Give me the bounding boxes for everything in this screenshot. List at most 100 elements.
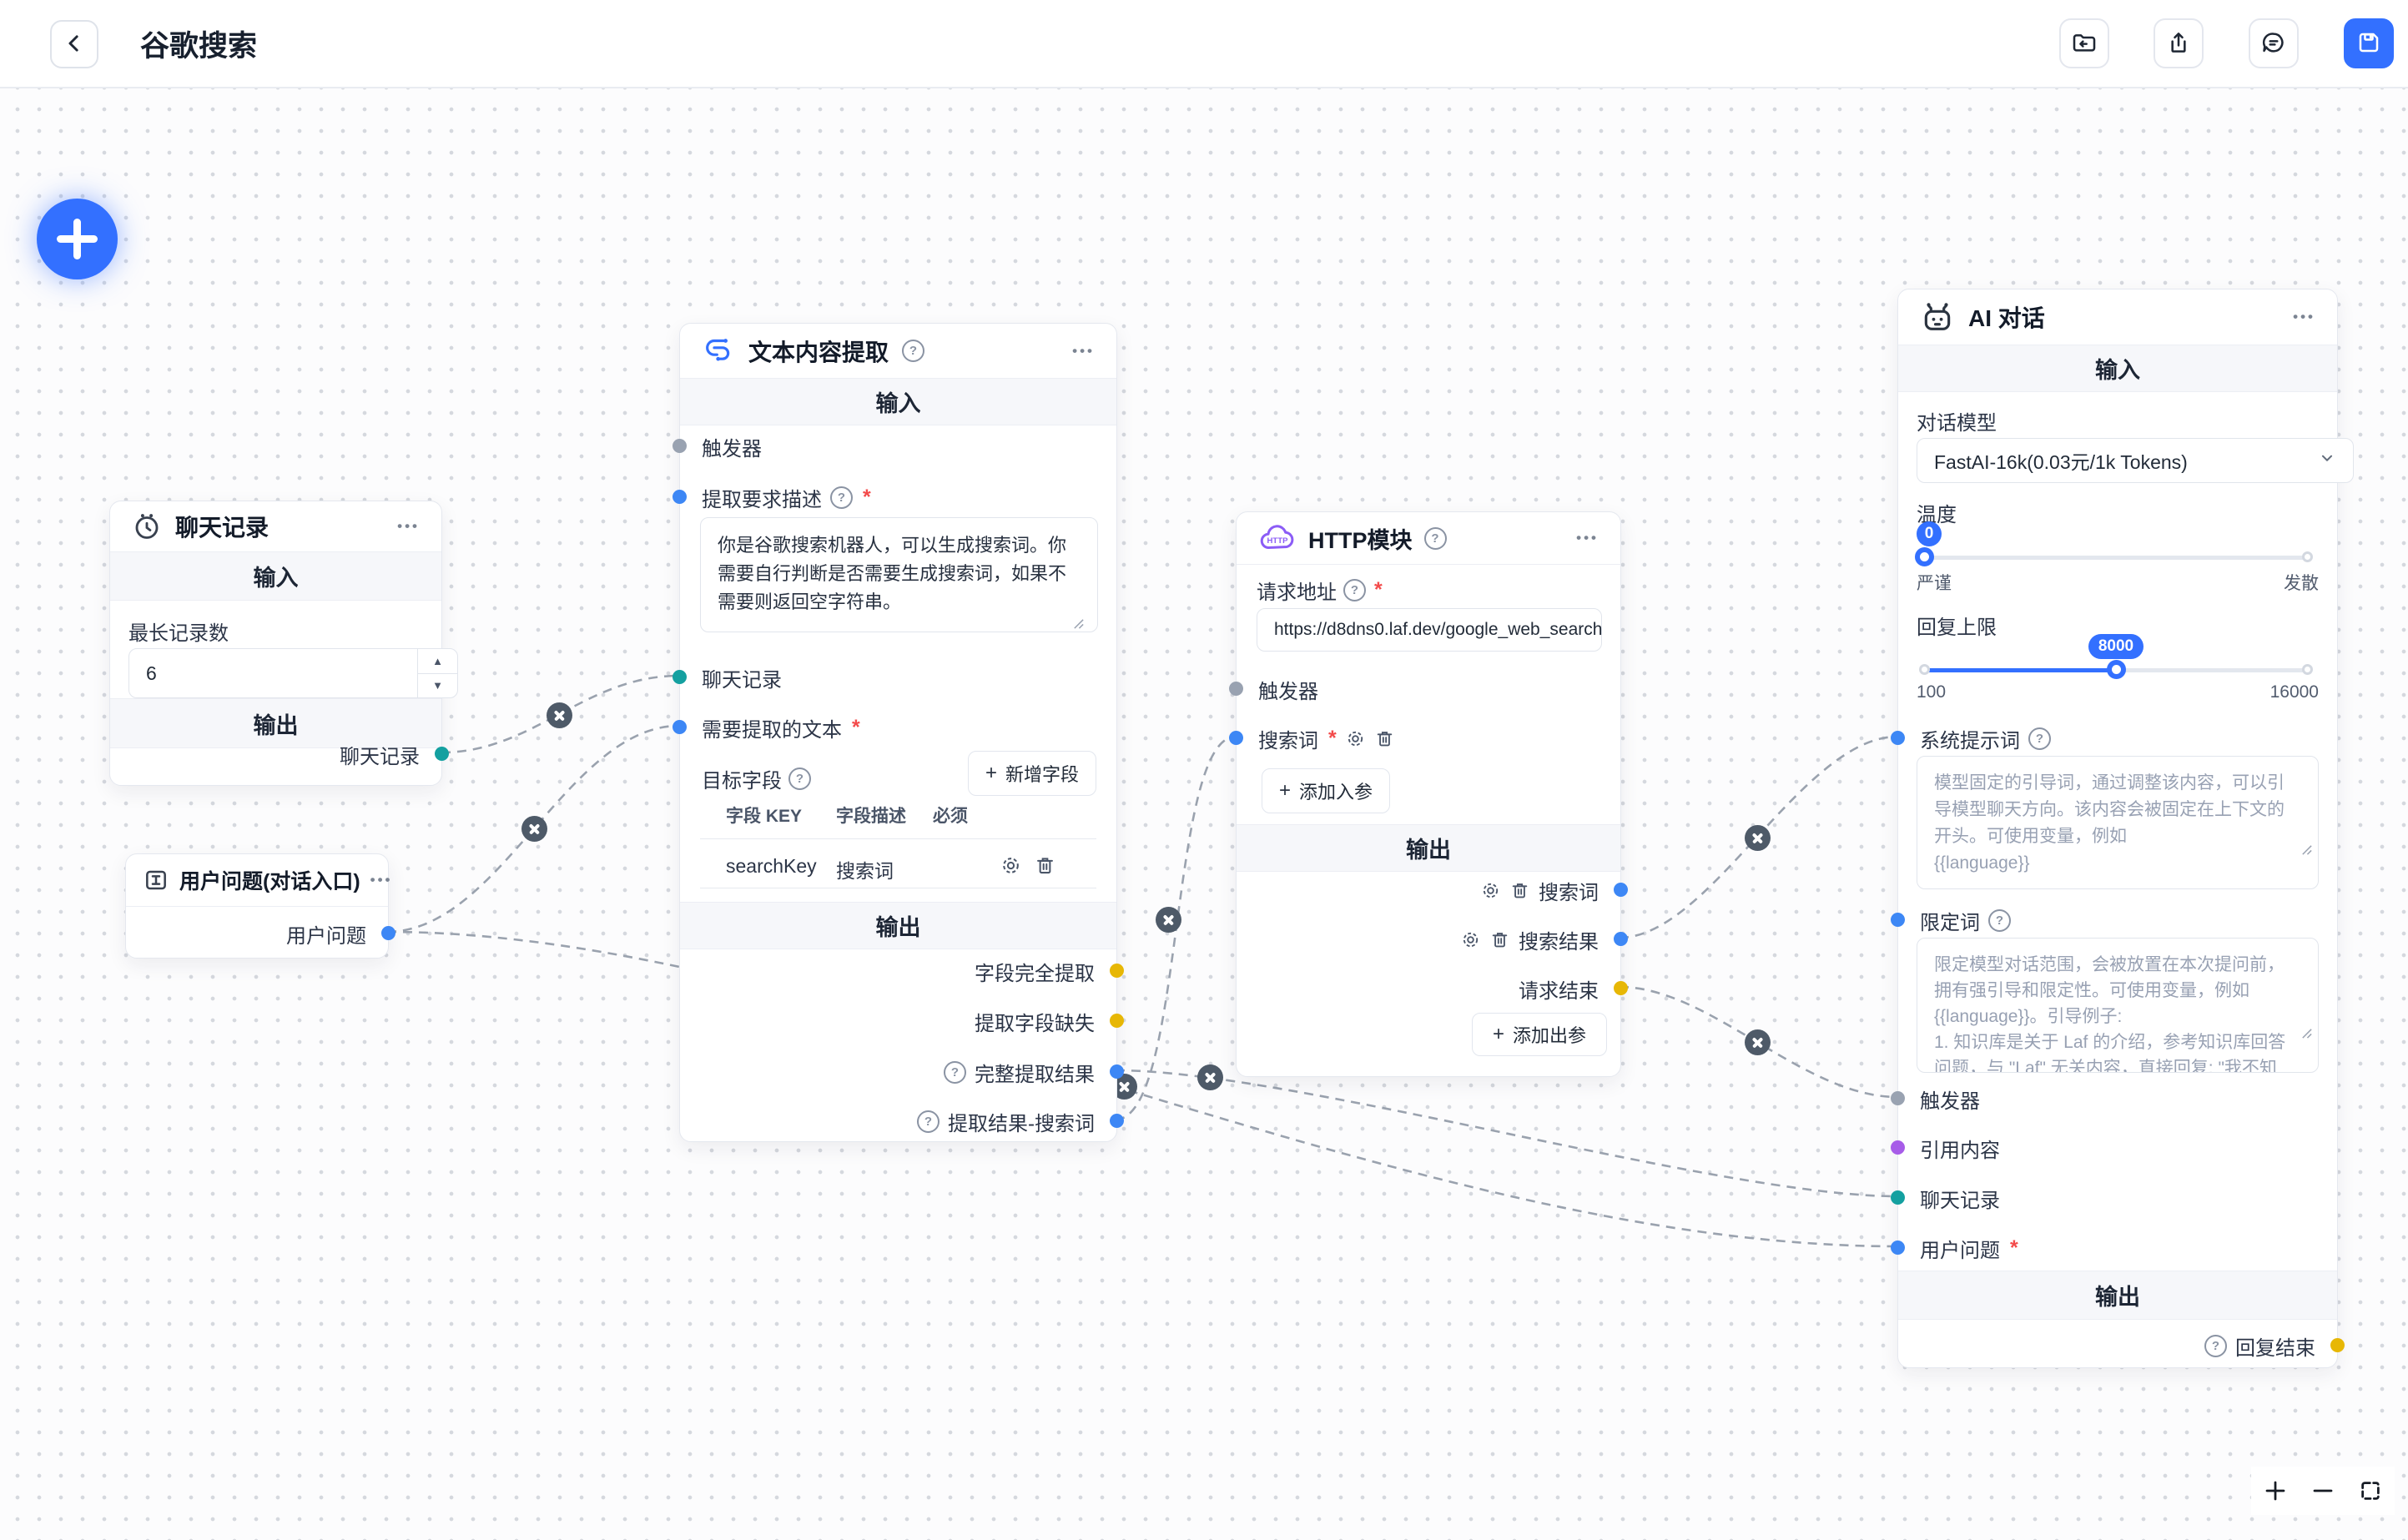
port-dot[interactable]	[1110, 1064, 1124, 1079]
zoom-out-button[interactable]	[2310, 1478, 2335, 1503]
port-dot[interactable]	[1891, 731, 1905, 745]
port-dot[interactable]	[1110, 1114, 1124, 1128]
wire-delete-badge[interactable]	[1745, 825, 1771, 851]
flow-canvas[interactable]: 聊天记录 ••• 输入 最长记录数 6 ▲ ▼ 输出 聊天记录 用户问题(对话入…	[0, 88, 2408, 1540]
system-prompt-textarea[interactable]: 模型固定的引导词，通过调整该内容，可以引导模型聊天方向。该内容会被固定在上下文的…	[1917, 756, 2319, 889]
gear-icon[interactable]	[1000, 854, 1022, 877]
temperature-slider-handle[interactable]	[1915, 547, 1934, 566]
port-trigger-in: 触发器	[1229, 674, 1318, 704]
add-input-param-button[interactable]: + 添加入参	[1262, 768, 1390, 813]
open-folder-button[interactable]	[2059, 18, 2109, 68]
constraint-textarea[interactable]: 限定模型对话范围，会被放置在本次提问前，拥有强引导和限定性。可使用变量，例如 {…	[1917, 938, 2319, 1073]
more-menu[interactable]: •••	[370, 872, 393, 888]
wire-delete-badge[interactable]	[1156, 907, 1181, 933]
trash-icon[interactable]	[1374, 728, 1395, 749]
add-node-button[interactable]	[37, 199, 118, 279]
port-dot[interactable]	[381, 926, 395, 940]
wire-chathistory-to-extract[interactable]	[441, 674, 680, 754]
node-title: AI 对话	[1968, 305, 2045, 331]
export-button[interactable]	[2154, 18, 2204, 68]
port-dot[interactable]	[673, 490, 687, 504]
port-label: 请求结束	[1519, 979, 1599, 1003]
port-dot[interactable]	[673, 439, 687, 453]
help-icon[interactable]: ?	[1988, 908, 2011, 932]
request-url-input[interactable]: https://d8dns0.laf.dev/google_web_search	[1257, 608, 1602, 652]
reply-limit-min: 100	[1917, 682, 1947, 702]
node-chat-history[interactable]: 聊天记录 ••• 输入 最长记录数 6 ▲ ▼ 输出 聊天记录	[109, 501, 458, 786]
port-dot[interactable]	[1229, 682, 1243, 696]
resize-handle-icon[interactable]	[2300, 843, 2333, 1363]
chat-test-button[interactable]	[2249, 18, 2299, 68]
temperature-slider[interactable]	[1915, 547, 2313, 566]
reply-limit-slider[interactable]	[1919, 660, 2313, 679]
more-menu[interactable]: •••	[1072, 342, 1095, 359]
help-icon[interactable]: ?	[917, 1110, 940, 1133]
zoom-in-button[interactable]	[2263, 1478, 2288, 1503]
divider	[1237, 564, 1620, 565]
trash-icon[interactable]	[1034, 854, 1056, 877]
port-dot[interactable]	[673, 720, 687, 734]
port-dot[interactable]	[1891, 913, 1905, 927]
node-http[interactable]: HTTP HTTP模块 ? ••• 请求地址 ? * https://d8dns…	[1229, 511, 1628, 1077]
wire-question-to-ai[interactable]	[386, 930, 1898, 1248]
help-icon[interactable]: ?	[944, 1060, 966, 1084]
wire-delete-badge[interactable]	[547, 702, 572, 728]
stepper-up-icon[interactable]: ▲	[418, 649, 457, 674]
wire-question-to-extract[interactable]	[386, 724, 680, 934]
port-dot[interactable]	[1110, 1014, 1124, 1028]
back-button[interactable]	[50, 20, 98, 68]
port-label: 用户问题	[1920, 1239, 2000, 1262]
col-field-key: 字段 KEY	[726, 807, 803, 826]
save-button[interactable]	[2344, 18, 2394, 68]
port-dot[interactable]	[1110, 964, 1124, 978]
port-dot[interactable]	[1891, 1241, 1905, 1255]
reply-limit-slider-handle[interactable]	[2107, 660, 2126, 679]
help-icon[interactable]: ?	[2204, 1334, 2227, 1357]
port-dot[interactable]	[435, 747, 449, 761]
fit-view-button[interactable]	[2358, 1478, 2383, 1503]
wire-delete-badge[interactable]	[1745, 1029, 1771, 1055]
more-menu[interactable]: •••	[1576, 530, 1599, 546]
port-label: 搜索结果	[1519, 930, 1599, 954]
stepper-down-icon[interactable]: ▼	[432, 679, 443, 692]
port-dot[interactable]	[1614, 883, 1628, 897]
help-icon[interactable]: ?	[902, 340, 925, 362]
add-output-param-button[interactable]: + 添加出参	[1472, 1013, 1607, 1056]
help-icon[interactable]: ?	[830, 486, 853, 509]
wire-delete-badge[interactable]	[1197, 1064, 1223, 1090]
max-records-input[interactable]: 6 ▲ ▼	[128, 648, 458, 698]
port-dot[interactable]	[1891, 1140, 1905, 1155]
http-cloud-icon: HTTP	[1258, 521, 1297, 555]
wire-delete-badge[interactable]	[521, 816, 547, 842]
help-icon[interactable]: ?	[1423, 526, 1447, 550]
port-dot[interactable]	[1891, 1190, 1905, 1205]
node-ai-chat[interactable]: AI 对话 ••• 输入 对话模型 FastAI-16k(0.03元/1k To…	[1891, 289, 2354, 1368]
number-stepper[interactable]: ▲ ▼	[417, 649, 457, 697]
gear-icon[interactable]	[1460, 929, 1481, 950]
port-dot[interactable]	[1891, 1091, 1905, 1105]
port-dot[interactable]	[1229, 731, 1243, 745]
port-dot[interactable]	[2330, 1338, 2345, 1352]
resize-handle-icon[interactable]	[2300, 1027, 2333, 1363]
node-text-extract[interactable]: 文本内容提取 ? ••• 输入 触发器 提取要求描述 ? * 你是谷歌搜索机器人…	[673, 323, 1124, 1142]
help-icon[interactable]: ?	[2028, 727, 2051, 750]
extract-desc-textarea[interactable]: 你是谷歌搜索机器人，可以生成搜索词。你需要自行判断是否需要生成搜索词，如果不需要…	[700, 517, 1098, 632]
trash-icon[interactable]	[1509, 880, 1530, 901]
add-field-button[interactable]: + 新增字段	[968, 751, 1096, 796]
gear-icon[interactable]	[1480, 880, 1501, 901]
trash-icon[interactable]	[1489, 929, 1510, 950]
port-search-result-out: 搜索结果	[1460, 924, 1628, 954]
model-select[interactable]: FastAI-16k(0.03元/1k Tokens)	[1917, 438, 2354, 483]
more-menu[interactable]: •••	[2293, 309, 2315, 325]
node-user-question[interactable]: 用户问题(对话入口) ••• 用户问题	[125, 853, 395, 959]
plus-icon: +	[985, 762, 997, 784]
more-menu[interactable]: •••	[397, 518, 420, 534]
port-dot[interactable]	[1614, 981, 1628, 995]
port-dot[interactable]	[673, 670, 687, 684]
help-icon[interactable]: ?	[788, 767, 811, 790]
resize-handle-icon[interactable]	[1072, 617, 1112, 1137]
gear-icon[interactable]	[1345, 728, 1366, 749]
port-dot[interactable]	[1614, 932, 1628, 946]
wire-extract-to-ai[interactable]	[1115, 1069, 1898, 1198]
help-icon[interactable]: ?	[1343, 579, 1366, 601]
